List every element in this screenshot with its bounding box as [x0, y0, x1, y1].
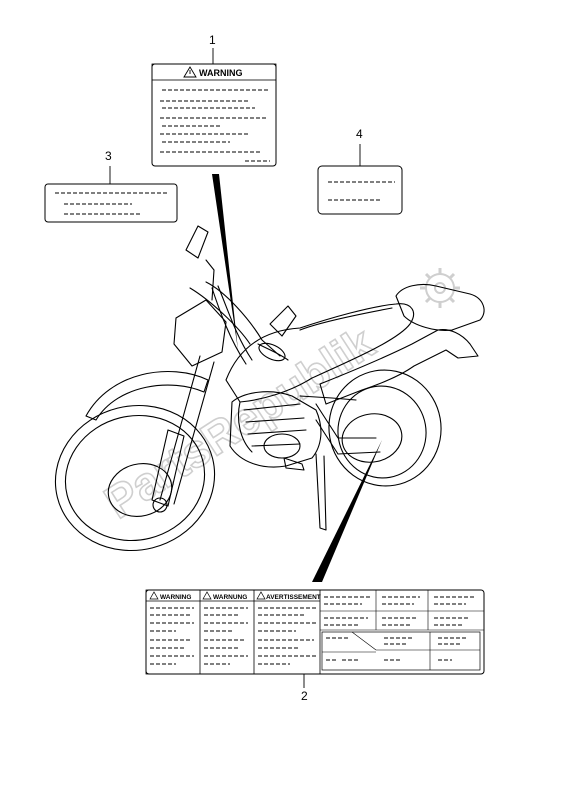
callout-4: 4	[356, 127, 363, 141]
warning-triangle-icon	[183, 66, 197, 78]
label-1-warning: WARNING	[151, 63, 277, 167]
warning-triangle-icon	[202, 591, 212, 600]
label-2-title-en: WARNING	[160, 594, 191, 601]
leader-lines	[109, 48, 382, 688]
callout-2: 2	[301, 689, 308, 703]
warning-triangle-icon	[149, 591, 159, 600]
callout-1: 1	[209, 33, 216, 47]
callout-numbers: 1 2 3 4	[105, 33, 363, 703]
label-2-multilingual: WARNING WARNUNG AVERTISSEMENT	[145, 589, 485, 675]
leader-wedge-label-2	[312, 440, 382, 582]
callout-3: 3	[105, 149, 112, 163]
warning-triangle-icon	[256, 591, 266, 600]
label-4	[317, 165, 403, 215]
label-2-title-de: WARNUNG	[213, 594, 247, 601]
label-3	[44, 183, 178, 223]
watermark: PartsRepublik	[94, 268, 460, 529]
label-2-title-fr: AVERTISSEMENT	[266, 594, 321, 601]
motorcycle-drawing	[54, 225, 485, 552]
leader-wedge-label-1	[212, 174, 238, 350]
label-1-title: WARNING	[199, 68, 243, 78]
watermark-logo-gear-icon	[420, 268, 460, 308]
